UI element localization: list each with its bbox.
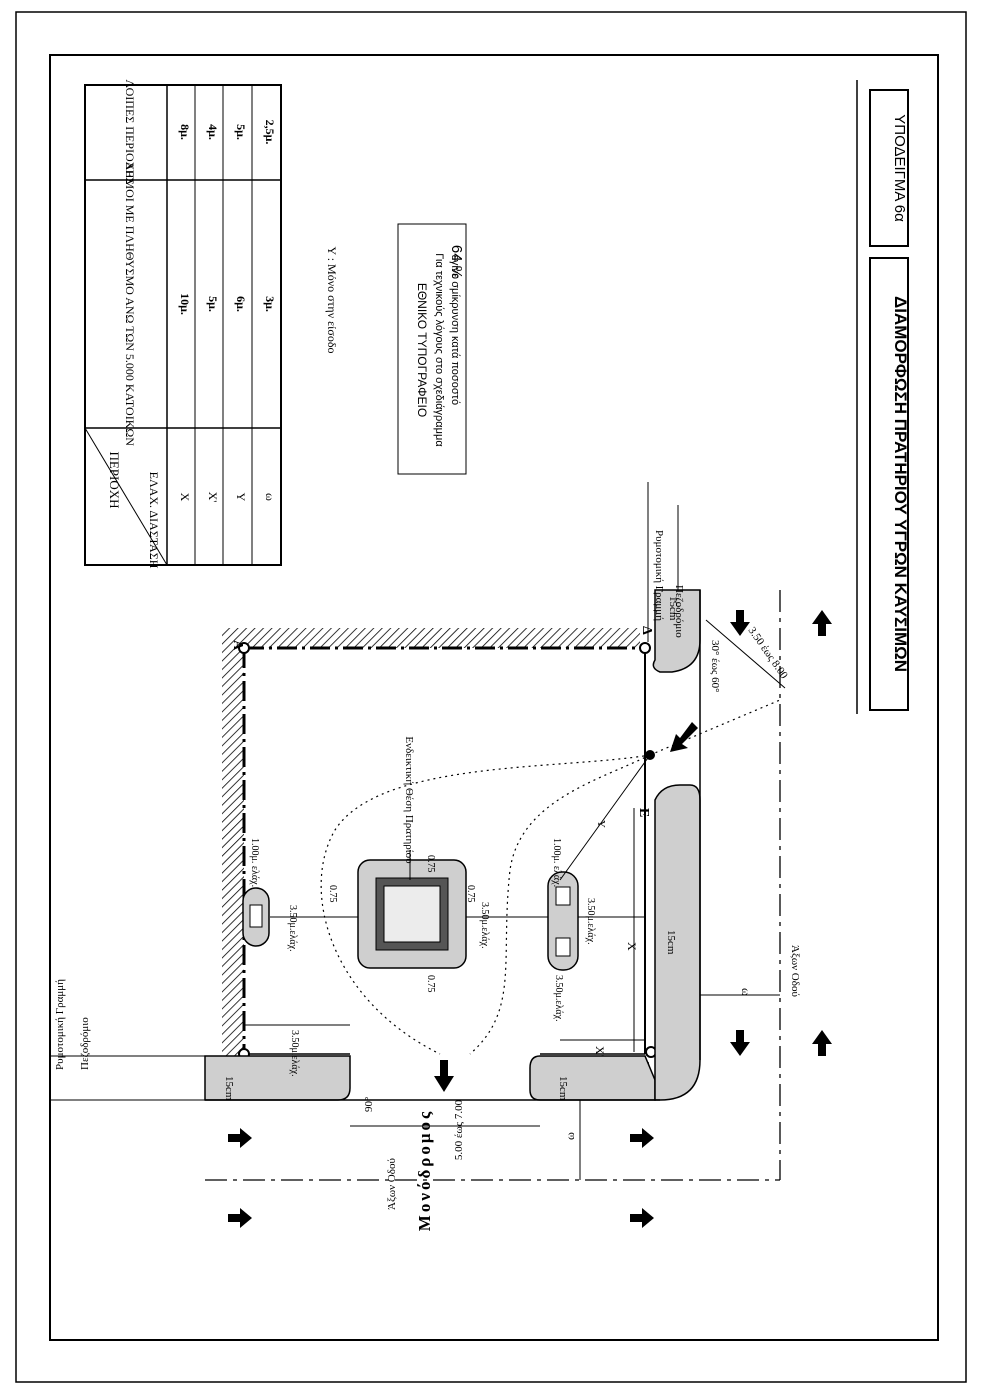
table-row2-dim: X' — [206, 492, 220, 503]
turning-path-inner — [469, 754, 651, 1055]
building-line-label-left: Ρυμοτομική Γραμμή — [54, 979, 66, 1070]
table-row3-dim: Y — [234, 493, 248, 502]
entrance-width-label: 5.00 έως 7.00 — [453, 1099, 465, 1160]
main-title: ΔΙΑΜΟΡΦΩΣΗ ΠΡΑΤΗΡΙΟΥ ΥΓΡΩΝ ΚΑΥΣΙΜΩΝ — [891, 296, 910, 672]
print-title: ΕΘΝΙΚΟ ΤΥΠΟΓΡΑΦΕΙΟ — [415, 283, 429, 417]
arrow-right-4 — [630, 1208, 654, 1228]
corner-marker-a — [238, 642, 250, 654]
table-row4-b: 2,5μ. — [263, 120, 277, 145]
main-title-box — [869, 257, 909, 711]
arrow-exit — [670, 722, 698, 752]
dim-350-label-right: 3.50μ.ελάχ. — [585, 898, 596, 945]
print-line1: Για τεχνικούς λόγους στο σχεδιάγραμμα — [433, 253, 445, 447]
arrow-up-2 — [812, 1030, 832, 1056]
property-wall-left — [222, 628, 244, 1056]
table-row3-a: 6μ. — [234, 296, 248, 312]
traffic-arrows — [228, 610, 832, 1228]
arrow-up-1 — [812, 610, 832, 636]
corner-marker-a2 — [639, 642, 651, 654]
printing-note: ΕΘΝΙΚΟ ΤΥΠΟΓΡΑΦΕΙΟ Για τεχνικούς λόγους … — [397, 223, 467, 475]
table-row1-b: 8μ. — [178, 124, 192, 140]
table-corner-bottom: ΕΛΑΧ. ΔΙΑΣΤΑΣΗ — [147, 472, 161, 569]
dim-100-label-pump: 1.00μ. ελάχ. — [551, 838, 562, 887]
arrow-entrance — [434, 1060, 454, 1092]
kiosk-dim-bottom: 0.75 — [425, 975, 436, 993]
kiosk-dim-right: 0.75 — [465, 885, 476, 903]
dim-350-label-pump: 3.50μ.ελάχ. — [553, 975, 564, 1022]
point-a2-label: Δ — [639, 626, 654, 635]
pump-island-bottom — [547, 871, 579, 971]
property-wall-top — [244, 628, 640, 648]
dim-350-label-top: 3.50μ.ελάχ. — [287, 905, 298, 952]
point-e-label: Ε — [636, 808, 651, 817]
pump-island-top — [242, 887, 270, 947]
turning-path-exit — [649, 699, 781, 756]
kiosk-label: Ενδεικτική Θέση Πρατηρίου — [403, 736, 415, 864]
table-row1-dim: X — [178, 493, 192, 502]
outer-frame — [15, 11, 967, 1383]
inner-frame — [49, 54, 939, 1341]
entry-angle-line — [559, 754, 651, 881]
curb-label-1: 15cm — [223, 1076, 235, 1101]
dim-y-label: Y — [595, 820, 607, 828]
angle-30-60-label: 30° έως 60° — [709, 640, 721, 693]
point-a-label: Α — [230, 640, 245, 651]
table-row3-b: 5μ. — [234, 124, 248, 140]
dimensions-table: ΠΕΡΙΟΧΗ ΕΛΑΧ. ΔΙΑΣΤΑΣΗ ΔΗΜΟΙ ΜΕ ΠΛΗΘΥΣΜΟ… — [84, 79, 282, 569]
sidewalk-label-left: Πεζοδρόμιο — [79, 1017, 91, 1070]
dim-xp-label: X' — [593, 1046, 607, 1057]
curb-label-3: 15cm — [665, 930, 677, 955]
print-line2: έγινε σμίκρυνση κατά ποσοστό — [449, 255, 461, 405]
kiosk-dim-left: 0.75 — [327, 885, 338, 903]
model-label-box — [869, 89, 909, 247]
table-row2-b: 4μ. — [206, 124, 220, 140]
dim-100-label-bottom: 3.50μ.ελάχ. — [289, 1030, 300, 1077]
omega-label-bottom: ω — [563, 1132, 577, 1140]
arrow-down-2 — [730, 1030, 750, 1056]
table-col1-header: ΔΗΜΟΙ ΜΕ ΠΛΗΘΥΣΜΟ ΑΝΩ ΤΩΝ 5.000 ΚΑΤΟΙΚΩΝ — [123, 162, 137, 446]
sidewalk-island-corner — [529, 1055, 656, 1101]
dim-100-label-top: 1.00μ. ελάχ. — [249, 838, 260, 887]
table-col2-header: ΛΟΙΠΕΣ ΠΕΡΙΟΧΕΣ — [123, 79, 137, 184]
road-axis-label-right: Άξων Οδού — [789, 945, 801, 997]
sidewalk-island-right — [654, 784, 701, 1101]
table-corner-top: ΠΕΡΙΟΧΗ — [107, 451, 122, 508]
kiosk — [357, 859, 467, 969]
table-row4-a: 3μ. — [263, 296, 277, 312]
dim-x-label: X — [625, 942, 639, 951]
entry-point-marker — [645, 750, 655, 760]
table-row2-a: 5μ. — [206, 296, 220, 312]
y-note: Υ : Μόνο στην είσοδο — [325, 246, 339, 353]
table-row1-a: 10μ. — [178, 293, 192, 315]
arrow-right-1 — [228, 1128, 252, 1148]
curb-label-2: 15cm — [557, 1076, 569, 1101]
turning-path-outer — [320, 754, 651, 1055]
curb-label-4: 15cm — [667, 596, 679, 621]
kiosk-dim-top: 0.75 — [425, 855, 436, 873]
sidewalk-label-top: Πεζοδρόμιο — [673, 585, 685, 638]
arrow-down-1 — [730, 610, 750, 636]
angle-90-label: 90° — [363, 1097, 375, 1112]
one-way-label: Μονόδρομος — [415, 1109, 434, 1231]
table-row4-dim: ω — [263, 493, 277, 501]
arrow-right-2 — [228, 1208, 252, 1228]
building-line-label-top: Ρυμοτομική Γραμμή — [653, 530, 665, 621]
dim-350-label-bottom: 3.50μ.ελάχ. — [479, 902, 490, 949]
omega-label-right: ω — [739, 988, 753, 996]
model-label: ΥΠΟΔΕΙΓΜΑ 6α — [891, 114, 908, 222]
dist-350-800-dimline — [705, 619, 786, 689]
road-axis-label-bottom: Άξων Οδού — [386, 1158, 398, 1210]
arrow-right-3 — [630, 1128, 654, 1148]
print-percent: 64 % — [448, 245, 465, 279]
